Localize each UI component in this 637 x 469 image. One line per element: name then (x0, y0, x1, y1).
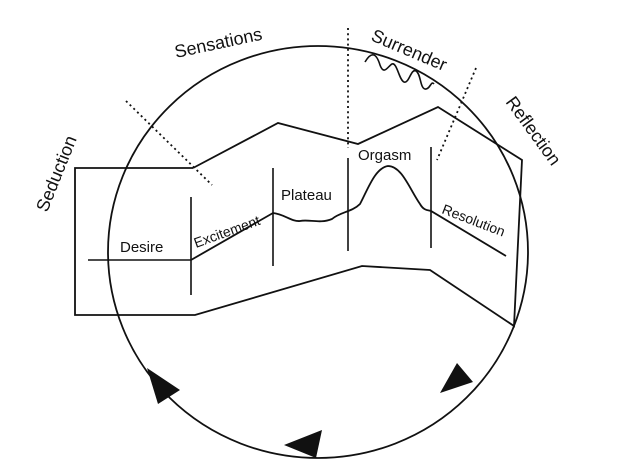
label-reflection: Reflection (502, 93, 565, 170)
label-plateau: Plateau (281, 187, 332, 204)
cycle-arrow-bottom (284, 430, 322, 458)
outer-frame (74, 105, 523, 328)
surrender-squiggle (364, 54, 435, 90)
cycle-arrow-right (440, 363, 473, 393)
cycle-arrow-left (147, 368, 180, 404)
label-seduction: Seduction (32, 133, 81, 215)
label-orgasm: Orgasm (358, 147, 411, 164)
label-desire: Desire (120, 239, 163, 256)
dotted-seduction-sensations (125, 100, 213, 186)
dotted-surrender-reflection (436, 67, 477, 161)
label-excitement: Excitement (192, 212, 263, 251)
response-curve (190, 165, 507, 261)
cycle-circle (107, 45, 529, 459)
label-resolution: Resolution (440, 201, 507, 240)
